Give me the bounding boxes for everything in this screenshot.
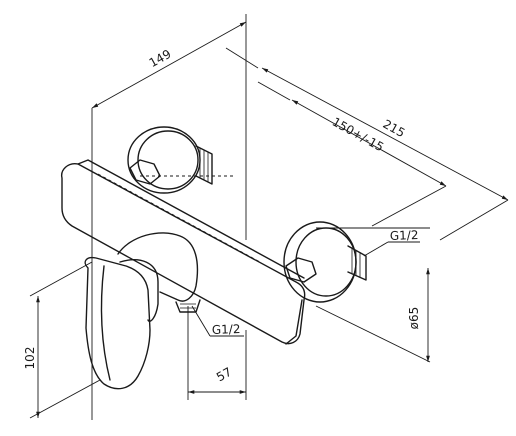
dim-149-label: 149 [147, 47, 174, 70]
dim-215-label: 215 [381, 117, 408, 140]
dimension-150: 150+/-15 [257, 81, 447, 227]
thread-callout-inlet: G1/2 [363, 228, 420, 257]
thread-outlet-label: G1/2 [212, 322, 241, 337]
mixer-spout [117, 232, 201, 313]
dim-57-label: 57 [214, 365, 234, 385]
dim-102-label: 102 [23, 347, 37, 370]
rosette-back [127, 126, 236, 194]
dimension-diameter-65: ø65 [315, 227, 431, 363]
mixer-body [61, 159, 306, 345]
dimension-102: 102 [23, 261, 101, 419]
dim-150-label: 150+/-15 [330, 115, 386, 155]
rosette-front [283, 221, 367, 303]
dimension-57: 57 [187, 306, 247, 400]
thread-callout-outlet: G1/2 [191, 305, 244, 337]
dim-65-label: ø65 [407, 307, 421, 330]
thread-inlet-label: G1/2 [390, 228, 419, 243]
lever-handle [84, 256, 159, 390]
dimension-149: 149 [91, 14, 247, 420]
